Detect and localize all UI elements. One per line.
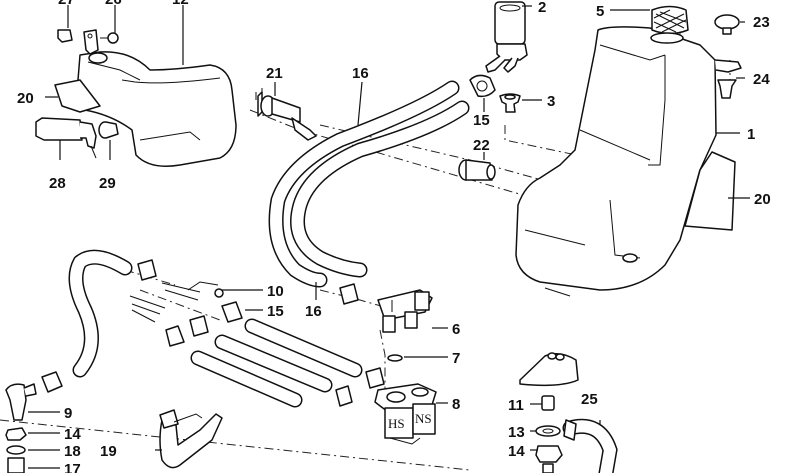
callout-18[interactable]: 18	[64, 443, 81, 460]
washer-fluid-tank[interactable]	[515, 26, 717, 297]
hose-connector[interactable]	[5, 383, 37, 421]
callout-17[interactable]: 17	[64, 461, 81, 473]
headlight-washer-pump[interactable]	[35, 117, 97, 159]
ns-marking: NS	[415, 411, 432, 426]
long-hose[interactable]	[68, 249, 133, 378]
callout-14-left[interactable]: 14	[64, 426, 81, 443]
callout-8[interactable]: 8	[452, 396, 460, 413]
callout-28[interactable]: 28	[49, 175, 66, 192]
callout-14-nozzle[interactable]: 14	[508, 443, 525, 460]
callout-13[interactable]: 13	[508, 424, 525, 441]
callout-5[interactable]: 5	[596, 3, 604, 20]
hs-marking: HS	[388, 416, 405, 431]
callout-23[interactable]: 23	[753, 14, 770, 31]
callout-12[interactable]: 12	[172, 0, 189, 8]
callout-19[interactable]: 19	[100, 443, 117, 460]
hose-clip-top[interactable]	[469, 74, 496, 98]
o-ring[interactable]	[387, 354, 403, 362]
hose-holder[interactable]	[159, 409, 223, 469]
level-sensor[interactable]	[255, 88, 317, 141]
hose-clip-valve[interactable]	[339, 283, 359, 305]
hose-clip-c[interactable]	[189, 315, 209, 337]
nut-lower-left[interactable]	[5, 427, 27, 441]
bracket-clip	[83, 29, 99, 55]
hose-clip-lower-left[interactable]	[41, 371, 63, 393]
washer-13[interactable]	[535, 425, 561, 437]
valve-assembly[interactable]	[377, 289, 433, 333]
sleeve[interactable]	[7, 457, 25, 473]
callout-2[interactable]: 2	[538, 0, 546, 16]
callout-9[interactable]: 9	[64, 405, 72, 422]
callout-10[interactable]: 10	[267, 283, 284, 300]
callout-25[interactable]: 25	[581, 391, 598, 408]
expanding-nut[interactable]	[717, 79, 737, 99]
callout-16-top[interactable]: 16	[352, 65, 369, 82]
callout-21[interactable]: 21	[266, 65, 283, 82]
grommet-29[interactable]	[98, 121, 119, 139]
washer-lower-left[interactable]	[6, 445, 26, 455]
callout-27[interactable]: 27	[58, 0, 75, 8]
callout-16-lower[interactable]: 16	[305, 303, 322, 320]
nut-14[interactable]	[535, 445, 563, 463]
stud-thread	[542, 463, 554, 473]
screw[interactable]	[100, 32, 119, 44]
hose-clip-solenoid-b[interactable]	[335, 385, 353, 407]
insulation-mat-right[interactable]	[684, 151, 736, 231]
callout-20-left[interactable]: 20	[17, 90, 34, 107]
grommet[interactable]	[499, 93, 521, 113]
callout-7[interactable]: 7	[452, 350, 460, 367]
bracket	[714, 59, 742, 73]
washer-nozzle[interactable]	[519, 352, 579, 387]
callout-labels: 1 2 3 5 6 7 8 9 10 11 13 14 14 15 15 16 …	[17, 0, 771, 473]
nozzle-stud[interactable]	[541, 395, 555, 411]
y-connector[interactable]	[129, 281, 224, 323]
clip-nut[interactable]	[57, 29, 73, 43]
callout-6[interactable]: 6	[452, 321, 460, 338]
callout-3[interactable]: 3	[547, 93, 555, 110]
callout-22[interactable]: 22	[473, 137, 490, 154]
callout-26[interactable]: 26	[105, 0, 122, 8]
callout-29[interactable]: 29	[99, 175, 116, 192]
washer-hose-pair[interactable]	[268, 80, 470, 288]
callout-15-top[interactable]: 15	[473, 112, 490, 129]
straight-hoses[interactable]	[190, 318, 363, 408]
callout-24[interactable]: 24	[753, 71, 770, 88]
callout-11[interactable]: 11	[508, 397, 524, 414]
auxiliary-tank[interactable]	[77, 51, 237, 167]
expanding-rivet[interactable]	[714, 14, 740, 35]
leader-lines	[28, 5, 750, 469]
hose-bend[interactable]	[562, 418, 618, 473]
washer-pump[interactable]	[485, 1, 528, 73]
callout-1[interactable]: 1	[747, 126, 755, 143]
callout-15-lower[interactable]: 15	[267, 303, 284, 320]
hose-clip-a[interactable]	[137, 259, 157, 281]
hose-clip-solenoid-a[interactable]	[365, 367, 385, 389]
filler-cap[interactable]	[650, 5, 689, 44]
insulation-mat-left[interactable]	[54, 79, 101, 113]
plug[interactable]	[458, 159, 496, 181]
hose-clip-b[interactable]	[221, 301, 243, 323]
callout-20-right[interactable]: 20	[754, 191, 771, 208]
solenoid-valve[interactable]: HS NS	[374, 383, 437, 445]
hose-clip-d[interactable]	[165, 325, 185, 347]
